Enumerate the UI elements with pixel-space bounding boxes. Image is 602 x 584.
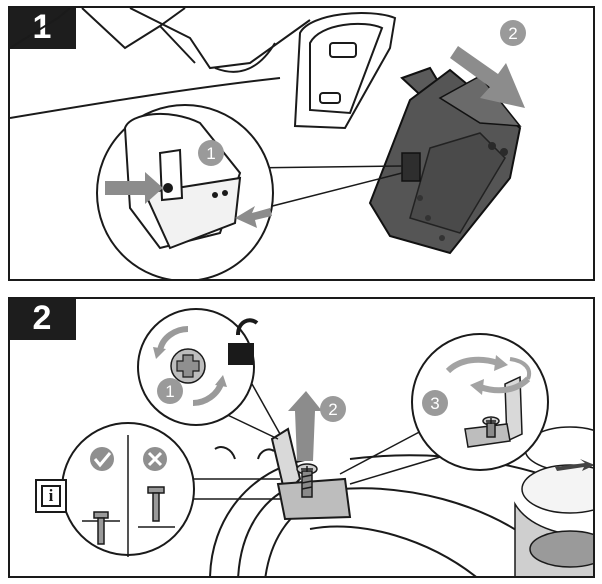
rotate-detail-circle xyxy=(411,333,549,471)
incorrect-screw-orientation xyxy=(138,486,175,528)
step-2-label: 2 xyxy=(10,299,76,340)
step-1-illustration xyxy=(10,8,525,279)
press-arrow-right xyxy=(235,206,272,228)
correct-screw-orientation xyxy=(82,511,120,545)
step-2-illustration xyxy=(61,308,593,576)
info-icon: i xyxy=(35,479,67,513)
step-2-panel: 2 xyxy=(8,297,595,578)
battery-pack xyxy=(368,66,522,255)
remove-direction-arrow xyxy=(450,46,525,108)
rotate-arrows-icon xyxy=(445,355,531,395)
press-arrow-left xyxy=(105,172,163,204)
step-1-panel: 1 xyxy=(8,6,595,281)
padlock-open-icon xyxy=(228,318,259,365)
check-icon xyxy=(90,447,114,471)
cross-icon xyxy=(143,447,167,471)
lift-arrow xyxy=(288,391,322,461)
phillips-screw-icon xyxy=(170,348,206,384)
screw xyxy=(296,463,318,498)
